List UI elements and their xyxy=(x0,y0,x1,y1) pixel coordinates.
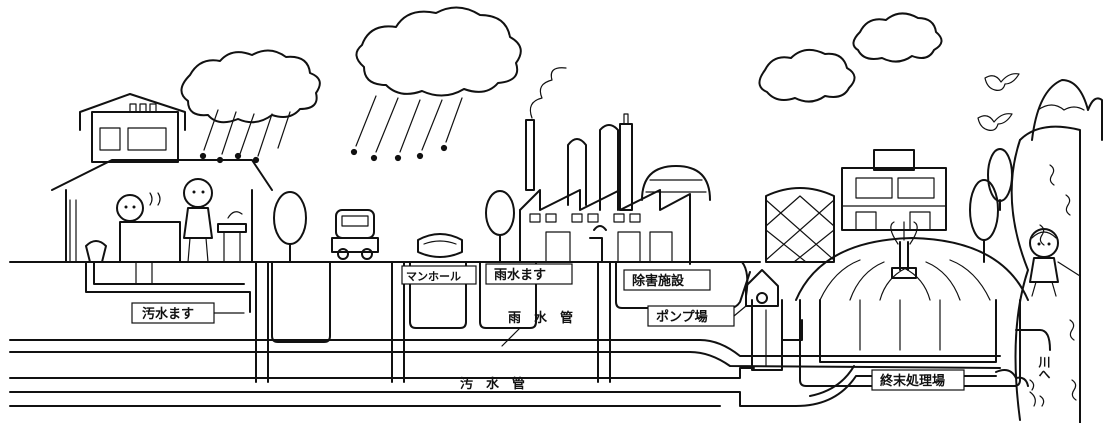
label-manhole-text: マンホール xyxy=(406,270,461,283)
storage-tank xyxy=(765,187,835,263)
label-sewer-pipe-text: 汚 水 管 xyxy=(460,376,525,392)
rain-middle xyxy=(350,95,463,162)
pump-house xyxy=(745,269,779,307)
ground-slope xyxy=(741,261,749,297)
label-pretreatment: 除害施設 xyxy=(623,269,711,291)
cloud-middle xyxy=(355,6,522,97)
cloud-right-1 xyxy=(758,48,856,103)
label-to-river-text: 川へ xyxy=(1037,356,1051,380)
fountain xyxy=(795,221,1029,301)
cloud-left xyxy=(180,49,321,124)
bird-icon xyxy=(977,73,1020,131)
label-rain-inlet-text: 雨水ます xyxy=(494,267,546,283)
label-pump-station-text: ポンプ場 xyxy=(656,309,708,325)
child-fishing-icon xyxy=(1029,228,1081,297)
label-treatment-plant-text: 終末処理場 xyxy=(880,373,945,389)
cloud-right-2 xyxy=(852,12,943,63)
label-storm-pipe: 雨 水 管 xyxy=(501,310,573,347)
label-rain-inlet: 雨水ます xyxy=(485,263,573,285)
rain-left xyxy=(199,109,291,164)
river xyxy=(1010,125,1081,423)
label-sewage-inlet-text: 汚水ます xyxy=(142,306,194,322)
label-treatment-plant: 終末処理場 xyxy=(871,369,965,391)
label-pump-station: ポンプ場 xyxy=(647,305,747,327)
treatment-building xyxy=(841,149,947,231)
car-icon xyxy=(331,209,379,260)
factory xyxy=(519,67,711,265)
manhole-cover-icon xyxy=(417,233,463,258)
label-pretreatment-text: 除害施設 xyxy=(632,273,685,289)
label-sewer-pipe: 汚 水 管 xyxy=(460,376,525,392)
house xyxy=(51,93,273,263)
label-sewage-inlet: 汚水ます xyxy=(131,302,245,324)
mountain-icon xyxy=(1031,79,1103,141)
outfall-icon xyxy=(995,369,1045,407)
label-storm-pipe-text: 雨 水 管 xyxy=(508,310,573,326)
storm-pipe xyxy=(9,339,1001,369)
label-to-river: 川へ xyxy=(1037,356,1051,380)
tree-icon xyxy=(273,148,1013,263)
label-manhole: マンホール xyxy=(401,265,477,285)
